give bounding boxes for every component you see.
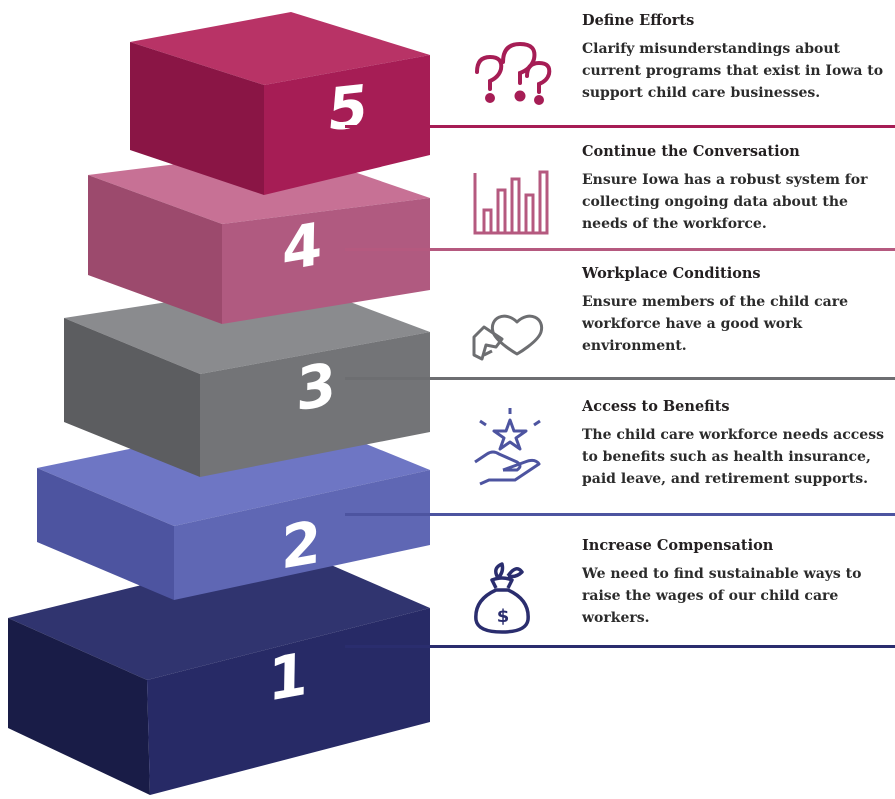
step-2-description: The child care workforce needs access to… xyxy=(582,427,884,487)
step-block-3: 3 xyxy=(64,282,430,477)
bar-chart-icon xyxy=(473,170,549,235)
divider-1 xyxy=(345,645,895,648)
step-block-1: 1 xyxy=(8,548,430,795)
divider-3 xyxy=(345,377,895,380)
step-5-description: Clarify misunderstandings about current … xyxy=(582,41,884,101)
star-in-hand-icon xyxy=(474,408,541,486)
step-5-text: Define Efforts Clarify misunderstandings… xyxy=(582,12,894,104)
step-1-text: Increase Compensation We need to find su… xyxy=(582,537,894,629)
divider-5 xyxy=(345,125,895,128)
divider-4 xyxy=(345,248,895,251)
step-3-description: Ensure members of the child care workfor… xyxy=(582,294,848,354)
step-1-title: Increase Compensation xyxy=(582,537,774,554)
heart-in-hand-icon xyxy=(472,314,544,361)
step-2-title: Access to Benefits xyxy=(582,398,730,415)
step-4-description: Ensure Iowa has a robust system for coll… xyxy=(582,172,868,232)
step-4-text: Continue the Conversation Ensure Iowa ha… xyxy=(582,143,894,235)
step-4-title: Continue the Conversation xyxy=(582,143,800,160)
step-5-title: Define Efforts xyxy=(582,12,695,29)
svg-text:$: $ xyxy=(497,606,510,627)
step-block-4: 4 xyxy=(88,150,430,324)
step-3-text: Workplace Conditions Ensure members of t… xyxy=(582,265,894,357)
step-number-5: 5 xyxy=(324,72,371,144)
money-bag-icon: $ xyxy=(474,562,530,634)
step-2-text: Access to Benefits The child care workfo… xyxy=(582,398,894,490)
divider-2 xyxy=(345,513,895,516)
step-3-title: Workplace Conditions xyxy=(582,265,761,282)
step-1-description: We need to find sustainable ways to rais… xyxy=(582,566,862,626)
question-marks-icon xyxy=(475,41,552,105)
